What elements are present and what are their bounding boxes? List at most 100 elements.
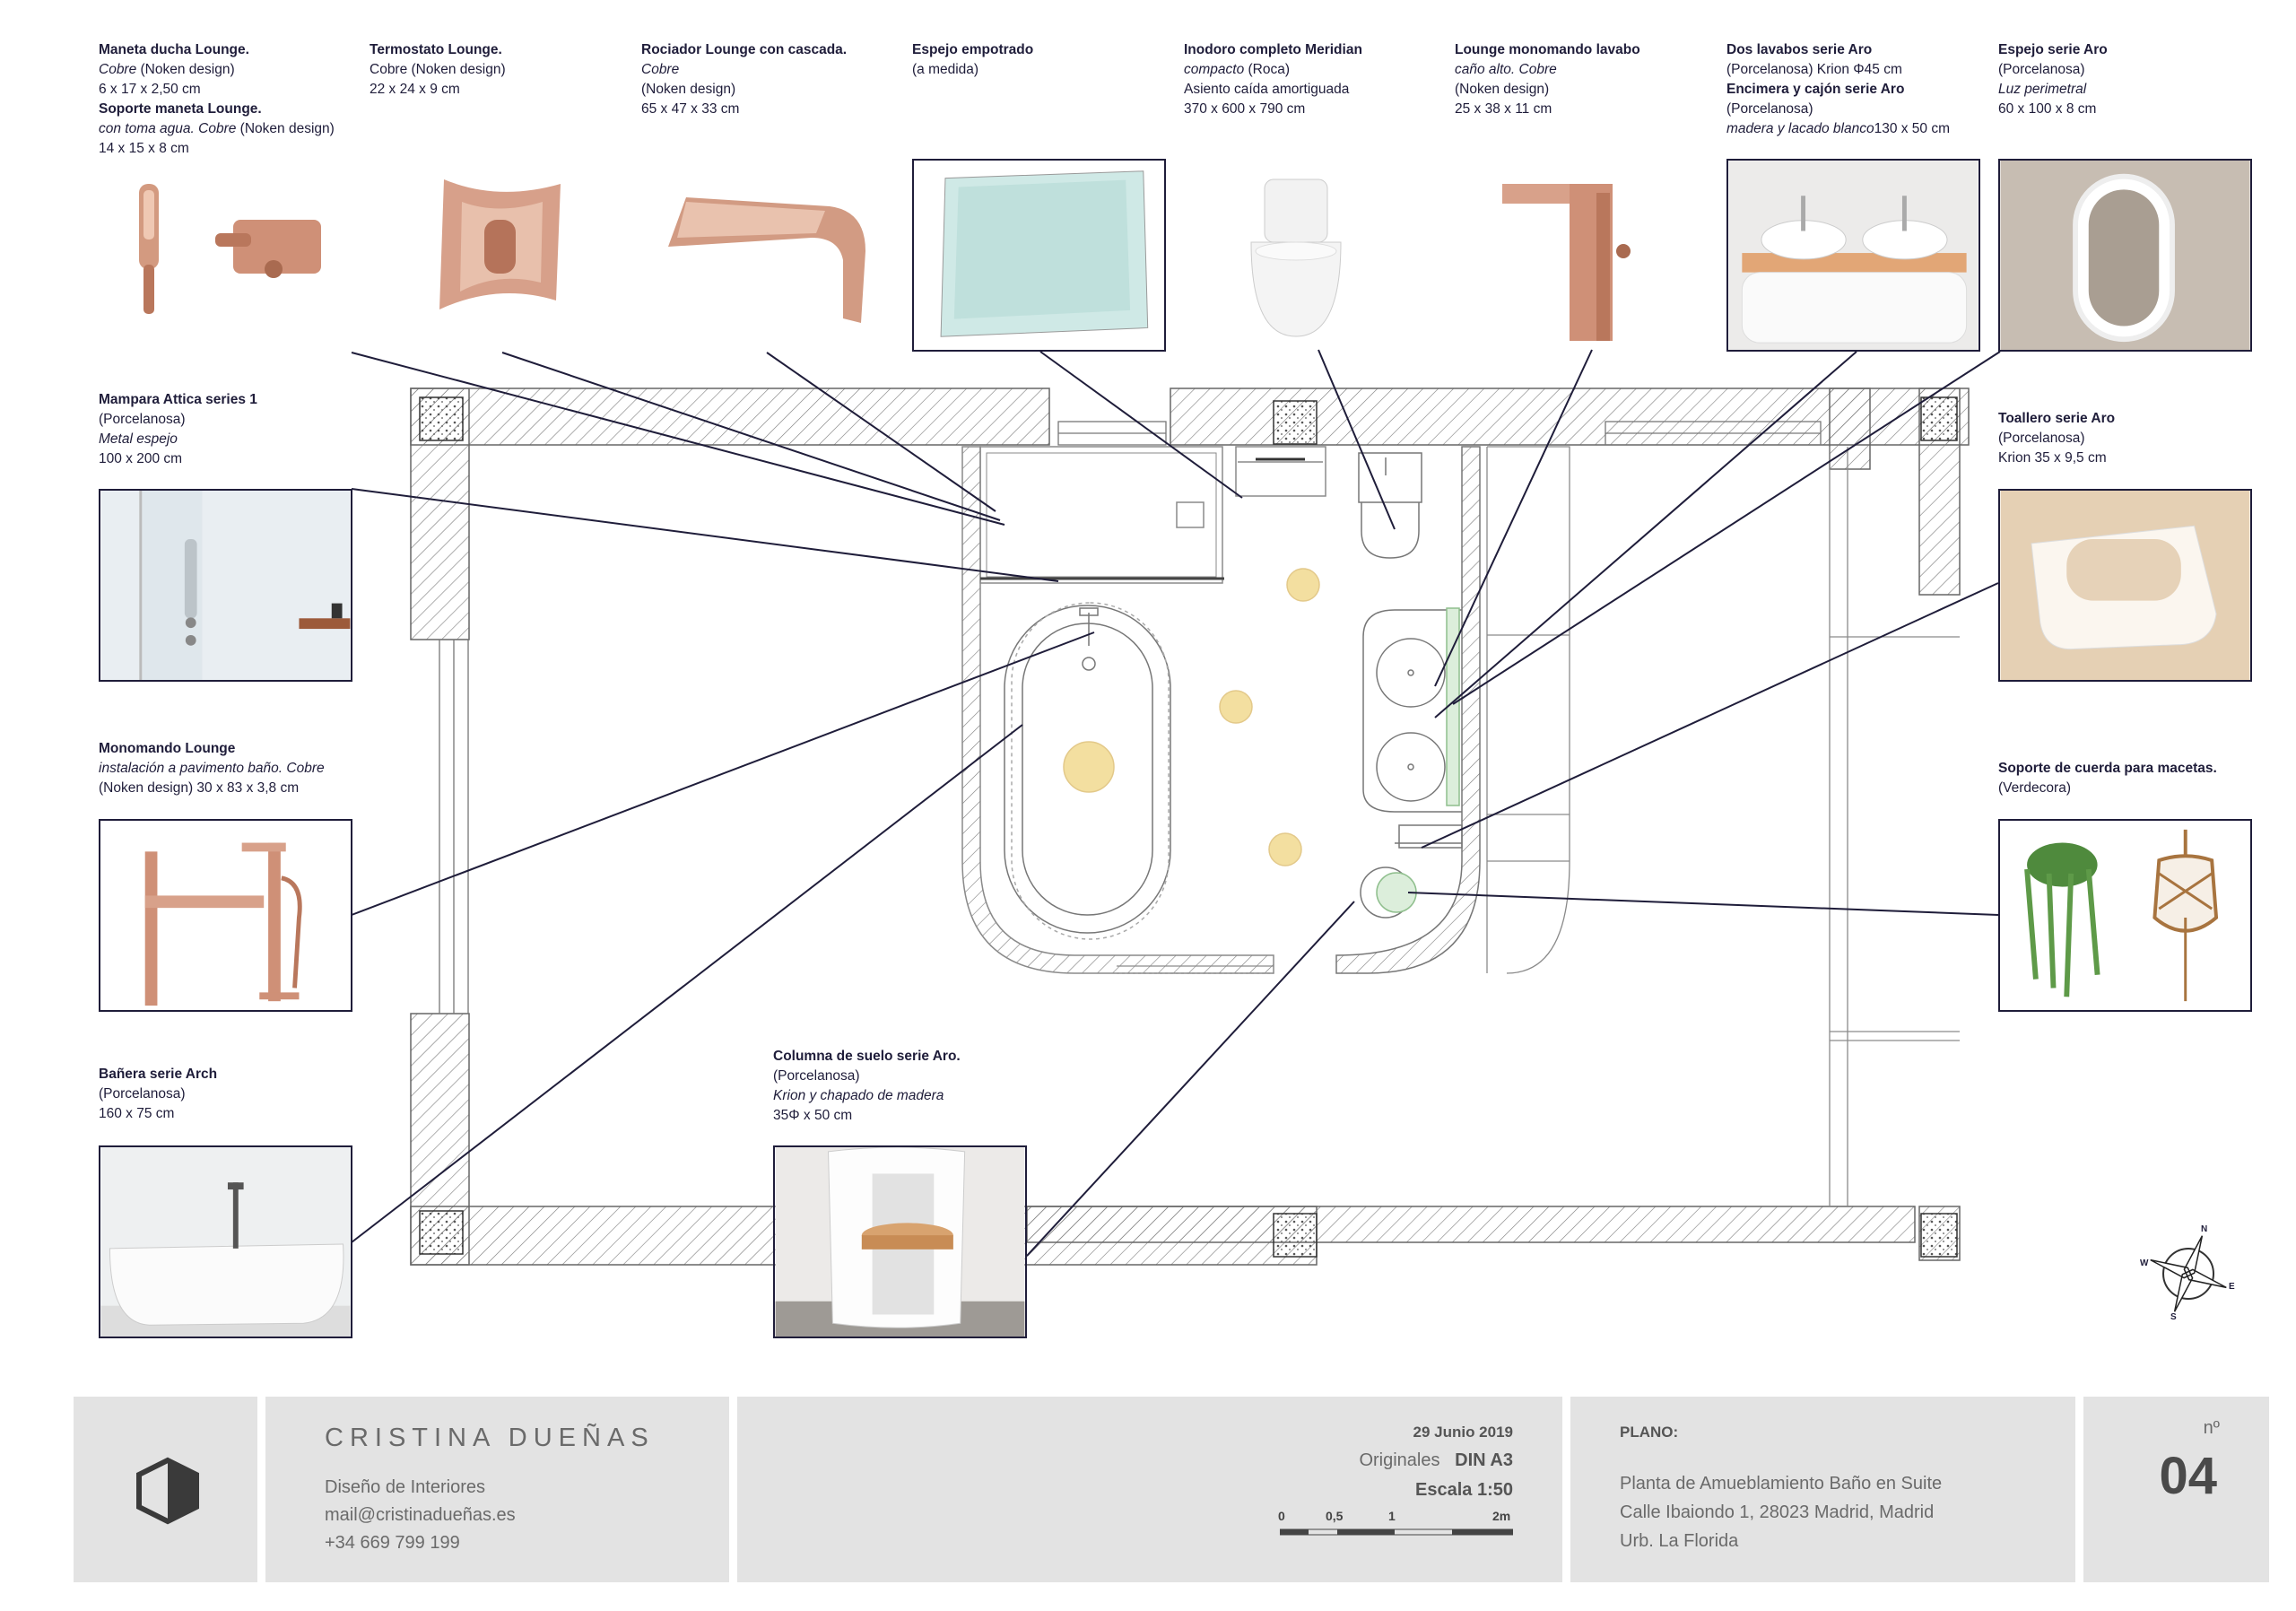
scale-label: Escala 1:50 [1415, 1480, 1513, 1500]
label-espejo-aro: Espejo serie Aro(Porcelanosa)Luz perimet… [1998, 40, 2108, 119]
label-line-text: Bañera serie Arch [99, 1067, 218, 1082]
label-line: (Porcelanosa) [1998, 429, 2115, 448]
label-line-text: Asiento caída amortiguada [1184, 82, 1350, 97]
label-line: Soporte de cuerda para macetas. [1998, 759, 2217, 779]
plano-address: Calle Ibaiondo 1, 28023 Madrid, Madrid [1620, 1502, 1935, 1522]
label-line-text: Toallero serie Aro [1998, 411, 2116, 426]
label-line: 60 x 100 x 8 cm [1998, 100, 2108, 119]
label-line-text: Krion y chapado de madera [773, 1088, 944, 1103]
image-maneta [108, 170, 341, 332]
format: Originales DIN A3 [1359, 1450, 1513, 1471]
label-line: instalación a pavimento baño. Cobre [99, 759, 325, 779]
label-toallero: Toallero serie Aro (Porcelanosa) Krion 35 … [1998, 409, 2115, 468]
image-inodoro [1242, 170, 1350, 341]
closet [1117, 446, 1960, 1206]
label-line: Columna de suelo serie Aro. [773, 1047, 961, 1067]
sheet-number-label: nº [2203, 1418, 2220, 1438]
image-espejo-empotrado [912, 159, 1166, 352]
label-line-text: (Porcelanosa) [773, 1068, 860, 1084]
label-line-text: Cobre (Noken design) [370, 62, 506, 77]
label-line-text: Termostato Lounge. [370, 42, 502, 57]
footer-number-panel: nº 04 [2083, 1397, 2269, 1582]
label-line: madera y lacado blanco130 x 50 cm [1726, 119, 1950, 139]
label-line: Lounge monomando lavabo [1455, 40, 1640, 60]
image-mampara [99, 489, 352, 682]
label-line-text: Krion 35 x 9,5 cm [1998, 450, 2107, 466]
label-line-text: Inodoro completo Meridian [1184, 42, 1362, 57]
footer-scale-panel: 29 Junio 2019 Originales DIN A3 Escala 1… [737, 1397, 1562, 1582]
label-line-text: Cobre [641, 62, 680, 77]
scale-bar [1280, 1528, 1513, 1536]
label-line-text: (Porcelanosa) [99, 412, 186, 427]
label-line: caño alto. Cobre [1455, 60, 1640, 80]
label-line-text: (Porcelanosa) [1726, 101, 1813, 117]
walls [410, 388, 1970, 1266]
label-line: Bañera serie Arch [99, 1065, 217, 1084]
label-line: (Noken design) [1455, 80, 1640, 100]
label-line: Cobre (Noken design) [99, 60, 335, 80]
image-lavabos [1726, 159, 1980, 352]
label-line: 100 x 200 cm [99, 449, 257, 469]
image-banera [99, 1145, 352, 1338]
label-termostato: Termostato Lounge. Cobre (Noken design) 22… [370, 40, 506, 100]
label-line: Espejo serie Aro [1998, 40, 2108, 60]
label-line-text: (Porcelanosa) [99, 1086, 186, 1102]
label-line-text: (Verdecora) [1998, 780, 2071, 796]
date: 29 Junio 2019 [1413, 1424, 1513, 1441]
plano-label: PLANO: [1620, 1424, 1679, 1441]
label-line: (a medida) [912, 60, 1033, 80]
logo-icon [136, 1457, 199, 1525]
image-toallero [1998, 489, 2252, 682]
label-line-text: Rociador Lounge con cascada. [641, 42, 848, 57]
label-banera: Bañera serie Arch (Porcelanosa) 160 x 75 c… [99, 1065, 217, 1124]
label-line: Metal espejo [99, 430, 257, 449]
label-line: con toma agua. Cobre (Noken design) [99, 119, 335, 139]
label-line-text: 6 x 17 x 2,50 cm [99, 82, 201, 97]
label-line-text: madera y lacado blanco [1726, 121, 1874, 136]
label-columna: Columna de suelo serie Aro. (Porcelanosa)… [773, 1047, 961, 1126]
scale-tick-3: 2m [1492, 1509, 1511, 1523]
label-line-rest: (Roca) [1244, 62, 1291, 77]
label-line: 22 x 24 x 9 cm [370, 80, 506, 100]
label-line: Inodoro completo Meridian [1184, 40, 1362, 60]
plano-area: Urb. La Florida [1620, 1531, 1739, 1551]
label-line-text: 25 x 38 x 11 cm [1455, 101, 1552, 117]
label-line: (Porcelanosa) Krion Φ45 cm [1726, 60, 1950, 80]
label-line: (Porcelanosa) [99, 1084, 217, 1104]
label-line: 65 x 47 x 33 cm [641, 100, 847, 119]
label-line-text: instalación a pavimento baño. Cobre [99, 761, 325, 776]
compass-s: S [2170, 1312, 2177, 1322]
label-line-text: Monomando Lounge [99, 741, 236, 756]
brand-role: Diseño de Interiores [325, 1477, 485, 1497]
label-line-text: Maneta ducha Lounge. [99, 42, 249, 57]
label-maneta: Maneta ducha Lounge. Cobre (Noken design)… [99, 40, 335, 159]
label-line: Maneta ducha Lounge. [99, 40, 335, 60]
label-line: Dos lavabos serie Aro [1726, 40, 1950, 60]
label-line-text: 370 x 600 x 790 cm [1184, 101, 1306, 117]
label-line-text: (Porcelanosa) [1998, 62, 2085, 77]
format-label: Originales [1359, 1450, 1440, 1470]
label-monomando-lounge: Monomando Lounge instalación a pavimento … [99, 739, 325, 798]
format-value: DIN A3 [1455, 1450, 1513, 1470]
label-line: (Porcelanosa) [1998, 60, 2108, 80]
label-line-text: Lounge monomando lavabo [1455, 42, 1640, 57]
label-soporte-cuerda: Soporte de cuerda para macetas.(Verdecor… [1998, 759, 2217, 798]
label-line: Cobre [641, 60, 847, 80]
label-line-text: Columna de suelo serie Aro. [773, 1049, 961, 1064]
label-line-text: (Noken design) [641, 82, 736, 97]
label-line: (Porcelanosa) [773, 1067, 961, 1086]
label-line-text: con toma agua. Cobre [99, 121, 237, 136]
label-line: 160 x 75 cm [99, 1104, 217, 1124]
toilet [1358, 452, 1422, 559]
label-line: (Porcelanosa) [1726, 100, 1950, 119]
compass-n: N [2201, 1224, 2208, 1234]
label-line-text: Dos lavabos serie Aro [1726, 42, 1873, 57]
label-line-text: Espejo empotrado [912, 42, 1034, 57]
label-line-text: (Noken design) [1455, 82, 1550, 97]
label-monomando-lavabo: Lounge monomando lavabo caño alto. Cobre (… [1455, 40, 1640, 119]
label-line: Krion y chapado de madera [773, 1086, 961, 1106]
label-line: Encimera y cajón serie Aro [1726, 80, 1950, 100]
label-line-text: 65 x 47 x 33 cm [641, 101, 740, 117]
label-line-rest: (Noken design) [136, 62, 235, 77]
